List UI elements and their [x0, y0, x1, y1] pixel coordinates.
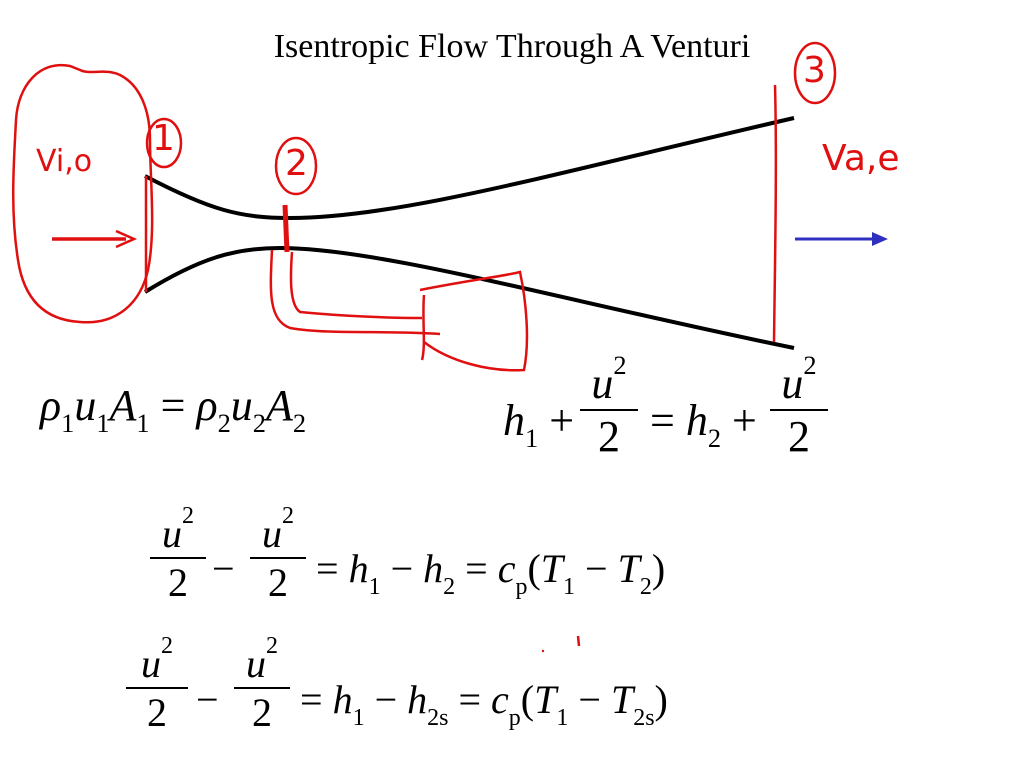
exit-velocity-label: Va,e [822, 138, 900, 179]
inlet-velocity-label: Vi,o [36, 144, 93, 179]
slide-title: Isentropic Flow Through A Venturi [273, 28, 751, 65]
inlet-arrow-icon [52, 229, 138, 249]
station-3-label: 3 [803, 50, 826, 91]
ink-mark [576, 635, 581, 647]
manometer-tube [269, 249, 441, 336]
station-3-circle [793, 41, 837, 105]
station-1-label: 1 [152, 118, 175, 159]
ink-dot [541, 649, 545, 653]
station-1-circle [145, 117, 183, 169]
manometer-box [419, 270, 529, 372]
energy-frac-1: u2 2 [580, 350, 638, 462]
exit-arrow-icon [795, 232, 888, 246]
duct-lower-wall [143, 245, 795, 350]
station-2-label: 2 [285, 143, 308, 184]
inlet-region-scribble [11, 63, 154, 324]
duct-upper-wall [144, 116, 795, 221]
mass-continuity-equation: ρ1u1A1 = ρ2u2A2 [40, 381, 307, 438]
throat-marker [282, 204, 290, 253]
energy-frac-2: u2 2 [770, 350, 828, 462]
station-2-circle [274, 136, 318, 196]
exit-plane-line [772, 84, 778, 343]
